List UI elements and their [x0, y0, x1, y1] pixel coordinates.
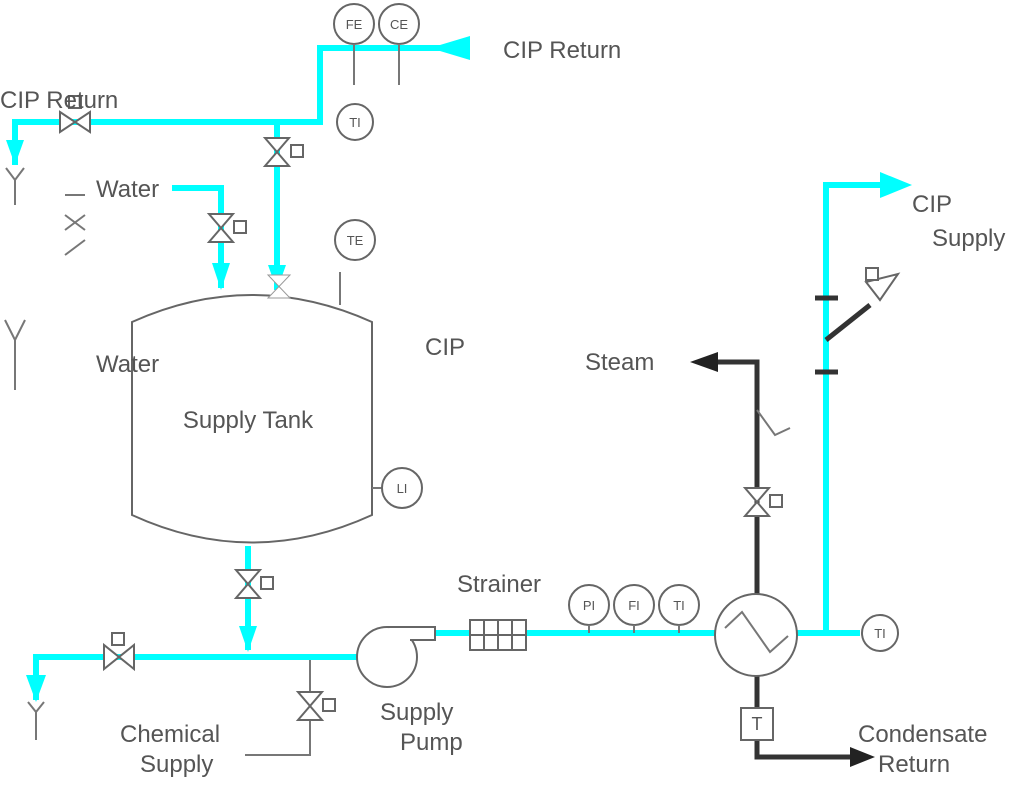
label-cip-mid: CIP: [425, 334, 465, 361]
valve-return-drop[interactable]: [262, 137, 304, 167]
valve-water[interactable]: [206, 213, 247, 243]
strainer: [469, 619, 527, 651]
label-supply-tank: Supply Tank: [183, 407, 314, 434]
heat-exchanger: [714, 593, 798, 677]
arrow-water-down: [212, 263, 230, 290]
spare-valve-symbol: [64, 194, 86, 256]
pipe-steam-supply: [705, 359, 760, 598]
steam-regulator: [756, 409, 791, 437]
ti-return-label: TI: [349, 115, 361, 130]
arrow-cip-supply-out: [880, 172, 912, 198]
valve-tank-outlet[interactable]: [233, 569, 274, 599]
label-water-top: Water: [96, 176, 159, 203]
fi-label: FI: [628, 598, 640, 613]
arrow-left-drain: [26, 675, 46, 702]
ti-pump-label: TI: [673, 598, 685, 613]
valve-cip-return[interactable]: [59, 95, 91, 134]
valve-steam[interactable]: [742, 487, 783, 517]
pi-label: PI: [583, 598, 595, 613]
instrument-fi: FI: [613, 584, 655, 633]
drain-symbol-left: [27, 701, 45, 740]
steam-trap: T: [740, 707, 774, 741]
arrow-cip-return-in: [430, 36, 470, 60]
supply-pump: [356, 626, 436, 688]
label-steam: Steam: [585, 349, 654, 376]
drain-symbol-top: [5, 167, 25, 205]
pipe-water: [172, 185, 224, 288]
valve-drain-left[interactable]: [103, 632, 135, 672]
instrument-ti-out: TI: [861, 614, 899, 652]
valve-chemical[interactable]: [295, 691, 336, 721]
pipe-cip-return-in: [12, 45, 470, 165]
label-cip-return-left: CIP Return: [0, 87, 118, 114]
label-strainer: Strainer: [457, 571, 541, 598]
supply-tank: [131, 294, 373, 544]
te-tank-label: TE: [347, 233, 364, 248]
label-water-mid: Water: [96, 351, 159, 378]
ce-label: CE: [390, 17, 408, 32]
pipe-cip-supply-riser: [823, 182, 880, 633]
arrow-outlet-down: [239, 626, 257, 652]
steam-lines: [705, 359, 855, 760]
instrument-pi: PI: [568, 584, 610, 633]
instrument-ce: CE: [378, 3, 420, 85]
li-tank-circle: [381, 467, 423, 509]
cip-supply-tee: [815, 295, 872, 375]
te-tank-circle: [334, 219, 376, 261]
fe-label: FE: [346, 17, 363, 32]
instrument-fe: FE: [333, 3, 375, 85]
instrument-ti-pump: TI: [658, 584, 700, 633]
valve-cip-supply[interactable]: [864, 267, 901, 302]
valve-tank-inlet: [266, 274, 292, 299]
label-cip-return-top: CIP Return: [503, 37, 621, 64]
arrow-condensate: [850, 747, 875, 767]
li-tank-label: LI: [397, 481, 408, 496]
trap-label: T: [752, 714, 763, 734]
pipe-chemical-supply: [245, 660, 311, 756]
ti-out-label: TI: [874, 626, 886, 641]
vent-symbol: [4, 319, 26, 390]
pipe-condensate: [754, 672, 855, 760]
arrow-steam: [690, 352, 718, 372]
arrow-cip-return-drain: [6, 140, 24, 165]
instrument-ti-return: TI: [336, 103, 374, 141]
